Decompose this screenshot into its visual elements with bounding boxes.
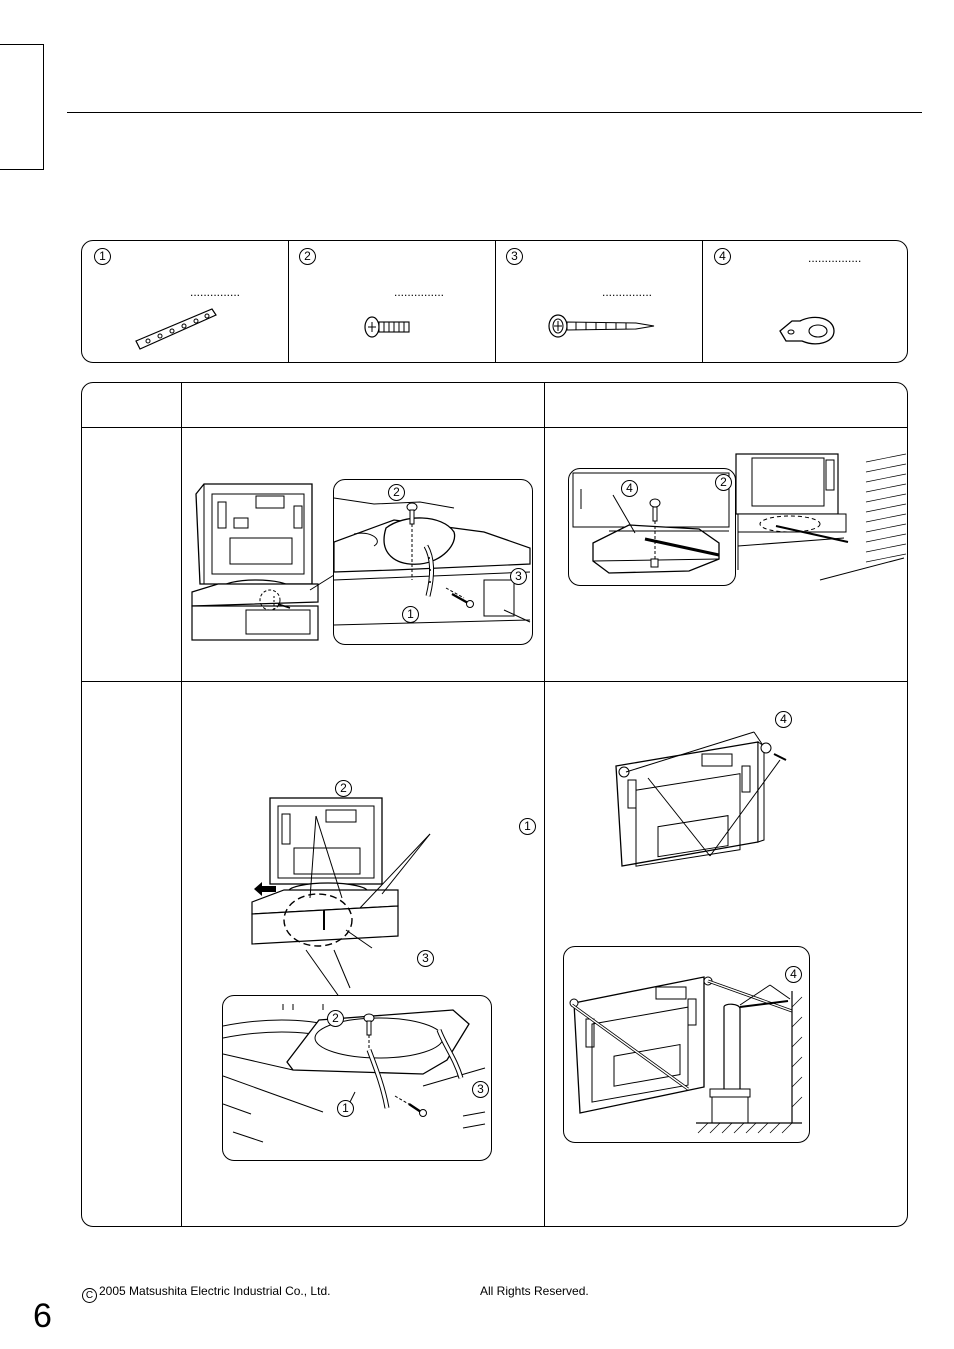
wood-screw-icon — [548, 314, 655, 338]
callout-2: 2 — [335, 780, 352, 797]
callout-2: 2 — [327, 1010, 344, 1027]
wall-anchor-drawing — [569, 976, 803, 1134]
accessories-box: 1 ............... 2 ............... 3 ..… — [81, 240, 908, 363]
part-2-dots: ............... — [394, 285, 445, 299]
copyright-text: 2005 Matsushita Electric Industrial Co.,… — [99, 1284, 331, 1298]
copyright-symbol: C — [82, 1288, 97, 1303]
part-4-dots: ................ — [808, 251, 862, 265]
strap-to-stand-drawing — [223, 1004, 486, 1143]
callout-2: 2 — [715, 474, 732, 491]
part-1-number: 1 — [94, 248, 111, 265]
strap-detail-inset: 2 3 1 — [333, 479, 533, 645]
callout-1: 1 — [337, 1100, 354, 1117]
anchor-strap-icon — [135, 308, 217, 350]
part-2-number: 2 — [299, 248, 316, 265]
column-divider — [544, 383, 545, 1226]
tv-strap-to-stand-illustration — [251, 797, 431, 999]
wall-anchor-inset: 4 — [563, 946, 810, 1143]
callout-3: 3 — [510, 568, 527, 585]
strap-detail-drawing — [334, 497, 531, 626]
header-row-divider — [82, 427, 907, 428]
wall-clamp-drawing — [572, 472, 730, 574]
tv-back-clamps-illustration — [615, 731, 787, 867]
column-divider — [181, 383, 182, 1226]
part-divider — [288, 241, 289, 362]
side-tab — [0, 44, 44, 170]
short-screw-icon — [364, 316, 410, 338]
callout-1: 1 — [402, 606, 419, 623]
callout-3: 3 — [472, 1081, 489, 1098]
part-1-dots: ............... — [190, 285, 241, 299]
tv-on-stand-illustration — [191, 483, 335, 641]
callout-4: 4 — [775, 711, 792, 728]
callout-4: 4 — [785, 966, 802, 983]
rights-reserved: All Rights Reserved. — [480, 1284, 589, 1298]
cable-clamp-icon — [779, 316, 835, 345]
callout-3: 3 — [417, 950, 434, 967]
strap-to-stand-inset: 2 3 1 — [222, 995, 492, 1161]
part-3-dots: ............... — [602, 285, 653, 299]
tv-against-wall-illustration — [735, 453, 907, 581]
page-number: 6 — [33, 1297, 52, 1335]
callout-1: 1 — [519, 818, 536, 835]
wall-clamp-inset: 4 2 — [568, 468, 736, 586]
row-divider — [82, 681, 907, 682]
header-rule — [67, 112, 922, 113]
part-4-number: 4 — [714, 248, 731, 265]
part-divider — [702, 241, 703, 362]
part-divider — [495, 241, 496, 362]
callout-4: 4 — [621, 480, 638, 497]
callout-2: 2 — [388, 484, 405, 501]
part-3-number: 3 — [506, 248, 523, 265]
instruction-table — [81, 382, 908, 1227]
